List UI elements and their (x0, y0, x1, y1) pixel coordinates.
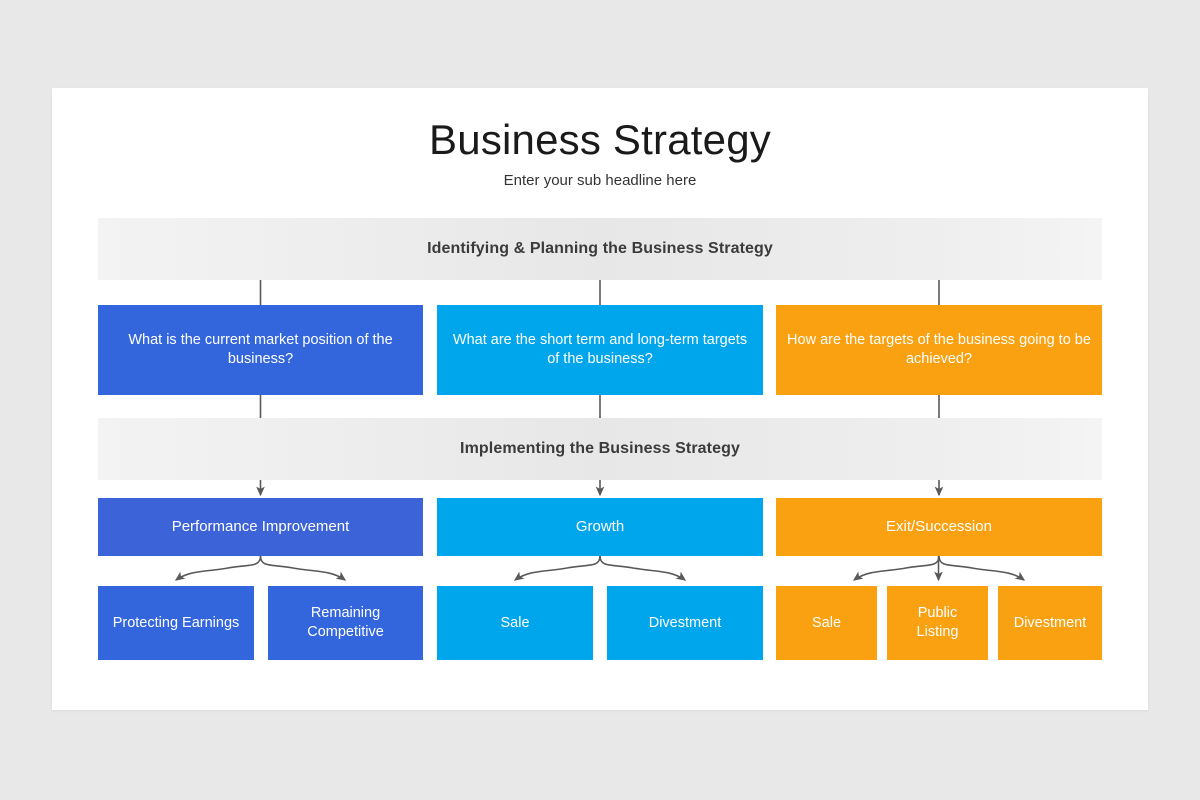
business-strategy-diagram: Identifying & Planning the Business Stra… (98, 218, 1102, 678)
leaf-box-label: Divestment (648, 614, 722, 631)
leaf-box-label: Remaining Competitive (307, 605, 384, 640)
connector-cat0-to-leaf0 (174, 555, 262, 581)
leaf-box-label: Divestment (1013, 614, 1087, 631)
leaf-box-exit-divestment[interactable]: Divestment (998, 586, 1102, 660)
connector-cat0-to-leaf1 (259, 555, 347, 581)
band-identifying-label: Identifying & Planning the Business Stra… (427, 240, 773, 257)
category-box-growth[interactable]: Growth (437, 498, 763, 556)
question-box-achievement[interactable]: How are the targets of the business goin… (776, 305, 1102, 395)
category-box-label: Performance Improvement (171, 518, 350, 536)
connector-cat2-to-leaf0 (852, 555, 940, 581)
page-subtitle: Enter your sub headline here (503, 172, 697, 189)
band-implementing: Implementing the Business Strategy (98, 418, 1102, 480)
category-box-exit-succession[interactable]: Exit/Succession (776, 498, 1102, 556)
connector-cat1-to-leaf1 (599, 555, 687, 581)
leaf-box-exit-sale[interactable]: Sale (776, 586, 877, 660)
leaf-box-label: Sale (500, 614, 530, 631)
band-implementing-label: Implementing the Business Strategy (460, 440, 740, 457)
page-title: Business Strategy (429, 116, 771, 163)
category-box-label: Exit/Succession (886, 518, 992, 536)
leaf-box-growth-divestment[interactable]: Divestment (607, 586, 763, 660)
leaf-box-label: Protecting Earnings (112, 614, 240, 631)
question-box-label: How are the targets of the business goin… (787, 332, 1091, 367)
band-identifying-planning: Identifying & Planning the Business Stra… (98, 218, 1102, 280)
leaf-box-exit-public-listing[interactable]: Public Listing (887, 586, 988, 660)
category-box-performance-improvement[interactable]: Performance Improvement (98, 498, 423, 556)
category-box-label: Growth (575, 518, 625, 536)
leaf-box-protecting-earnings[interactable]: Protecting Earnings (98, 586, 254, 660)
question-box-label: What are the short term and long-term ta… (452, 332, 748, 367)
slide-card: Business Strategy Enter your sub headlin… (52, 88, 1148, 710)
connector-cat1-to-leaf0 (513, 555, 601, 581)
leaf-box-label: Sale (811, 614, 842, 631)
question-box-label: What is the current market position of t… (128, 332, 393, 367)
leaf-box-remaining-competitive[interactable]: Remaining Competitive (268, 586, 423, 660)
connector-cat2-to-leaf2 (938, 555, 1026, 581)
leaf-box-label: Public Listing (916, 605, 959, 640)
question-box-market-position[interactable]: What is the current market position of t… (98, 305, 423, 395)
question-box-targets[interactable]: What are the short term and long-term ta… (437, 305, 763, 395)
leaf-box-growth-sale[interactable]: Sale (437, 586, 593, 660)
